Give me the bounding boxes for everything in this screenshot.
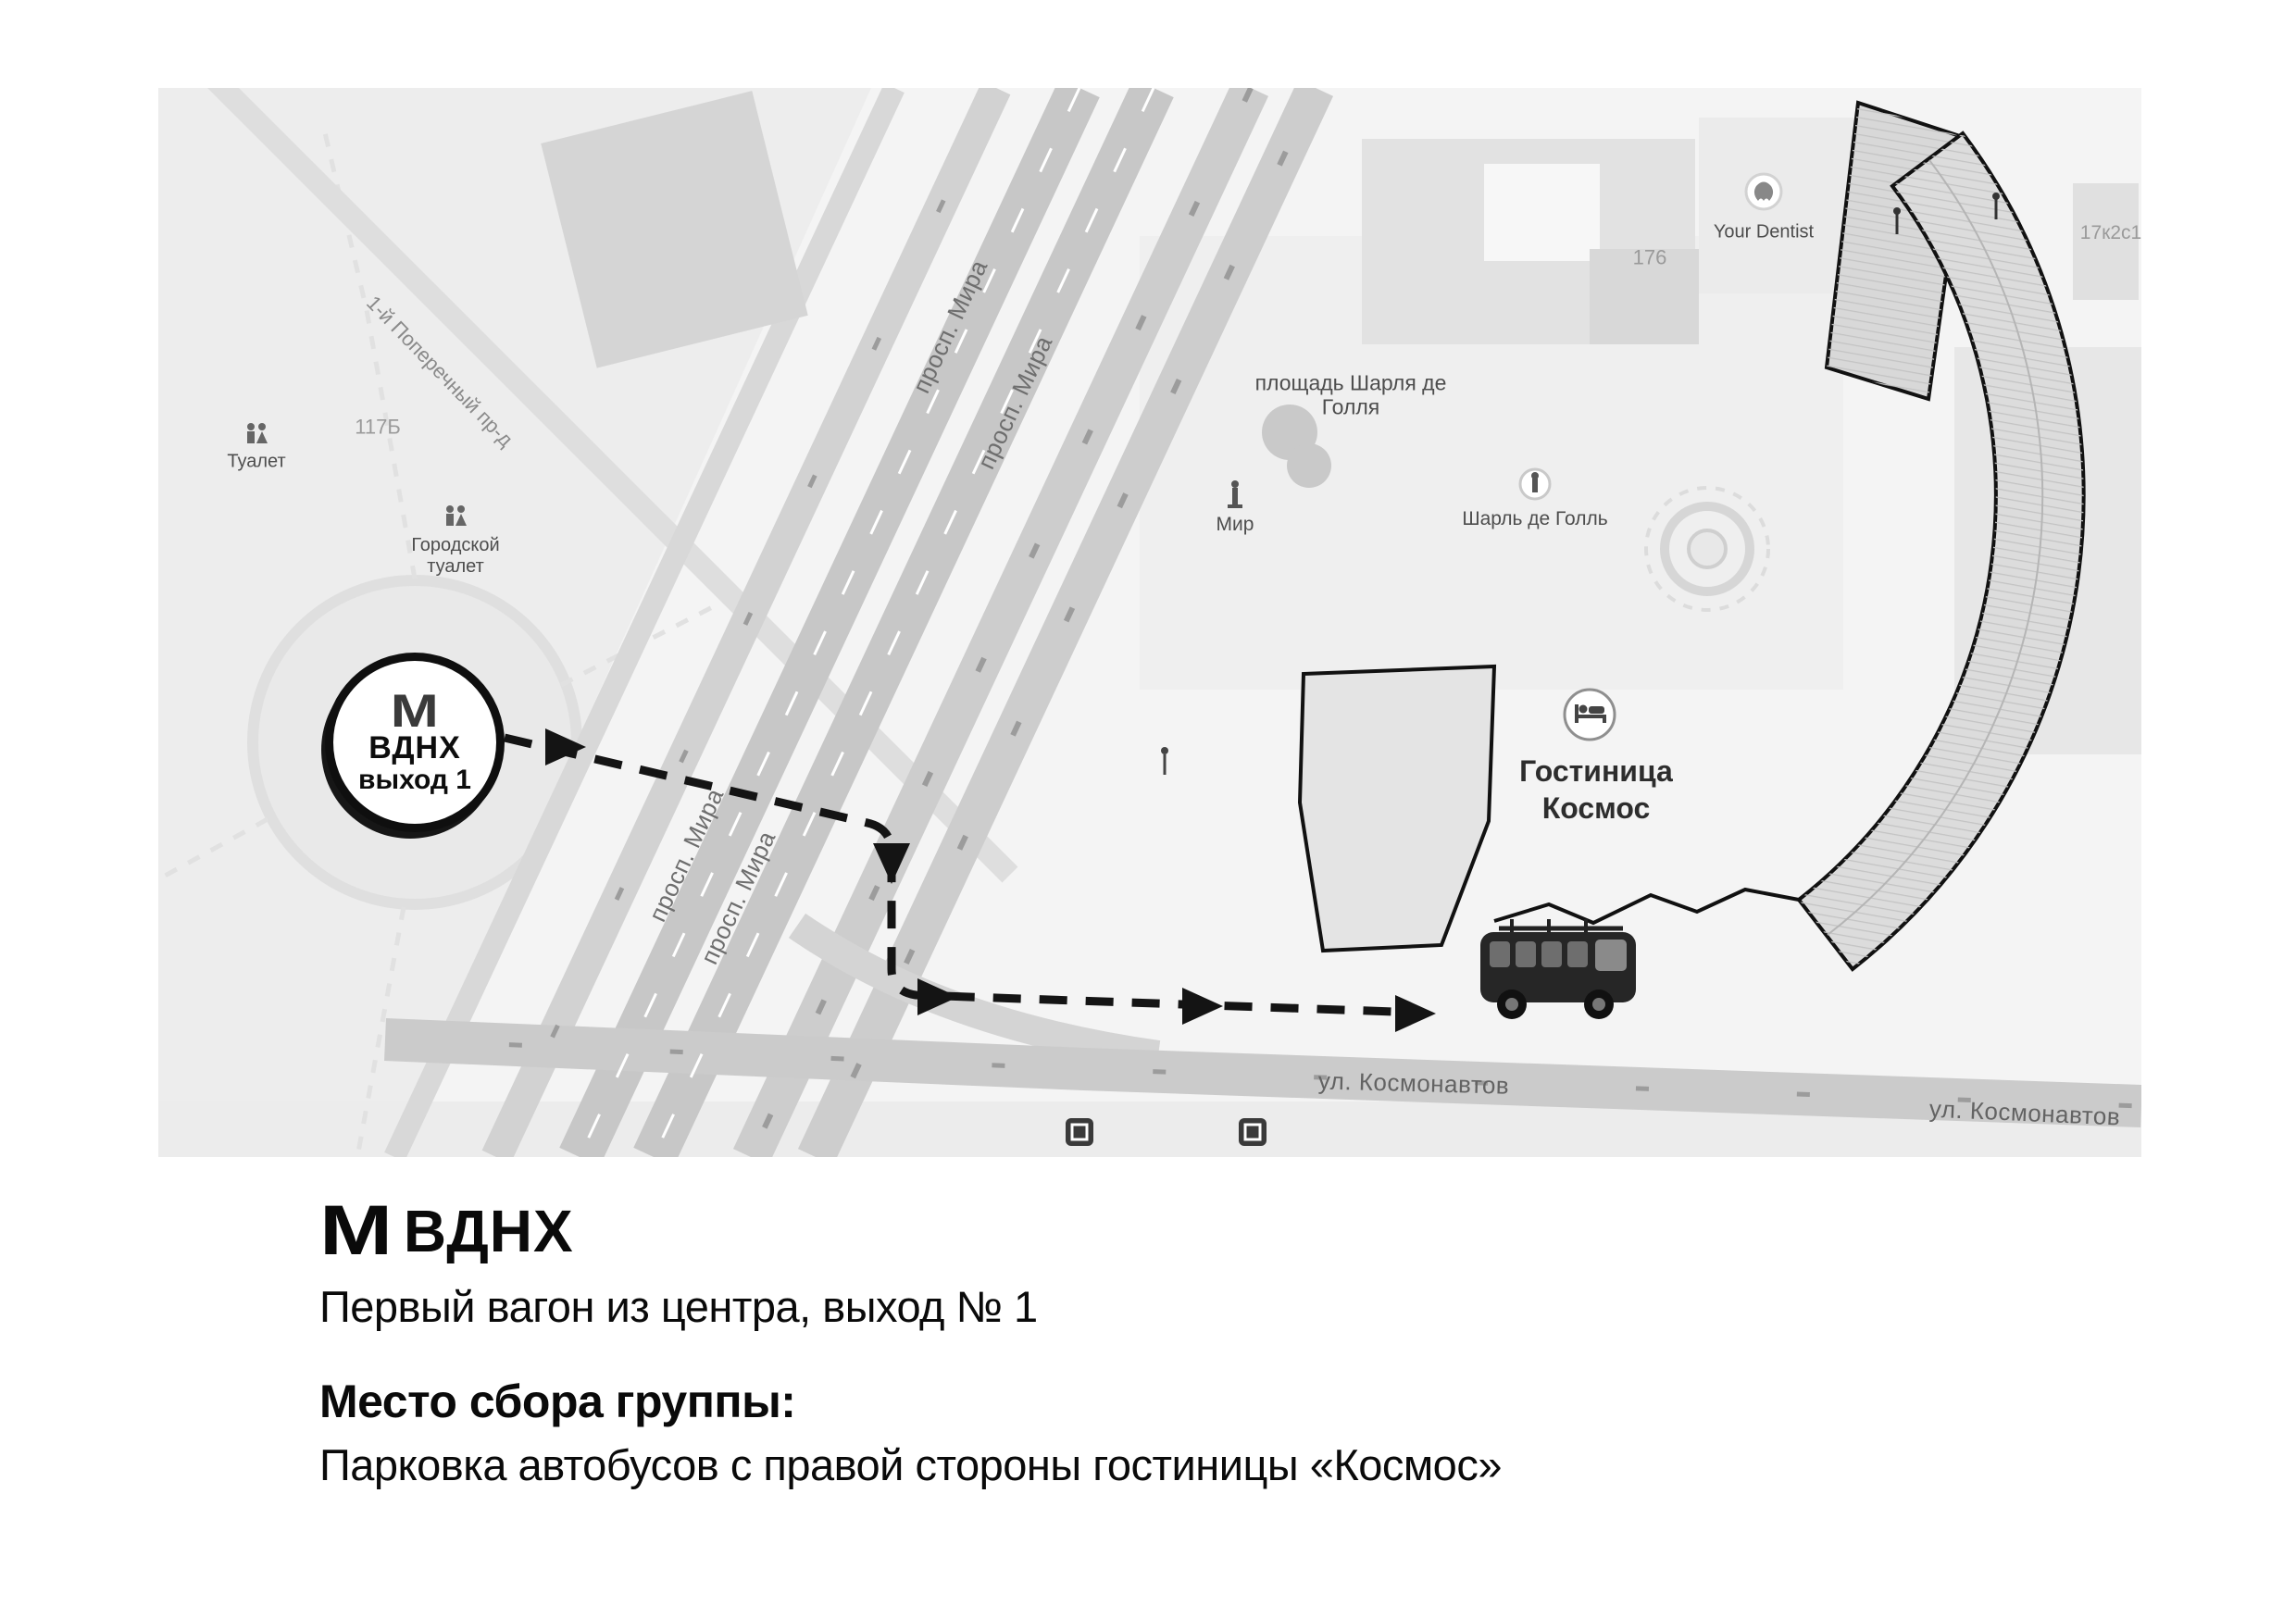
- metro-station-name: ВДНХ: [368, 729, 461, 765]
- route-arrows: [545, 728, 1436, 1032]
- house-number-117b: 117Б: [355, 415, 401, 439]
- metro-logo-icon: М: [390, 684, 440, 737]
- poi-label-toilet: Туалет: [227, 451, 286, 472]
- bus-icon: [1480, 919, 1636, 1019]
- house-number-17k2s1: 17к2с1: [2079, 221, 2141, 243]
- transit-stop-icon: [1239, 1118, 1267, 1146]
- legend-meeting-text: Парковка автобусов с правой стороны гост…: [319, 1440, 1502, 1489]
- toilet-icon: [247, 423, 268, 443]
- poi-label-square-charles: площадь Шарля де Голля: [1254, 370, 1447, 419]
- monument-icon-mir: [1228, 480, 1242, 508]
- poi-label-mir: Мир: [1216, 513, 1254, 535]
- legend-meeting-title: Место сбора группы:: [319, 1375, 796, 1427]
- roundabout: [1644, 486, 1770, 612]
- dentist-icon: [1744, 172, 1783, 211]
- legend-subtitle: Первый вагон из центра, выход № 1: [319, 1282, 1038, 1331]
- legend-header: М ВДНХ: [319, 1196, 1502, 1266]
- metro-marker-circle: М ВДНХ выход 1: [325, 653, 505, 832]
- metro-exit-label: выход 1: [358, 764, 471, 795]
- buildings: [541, 91, 2139, 368]
- fountain: [1262, 404, 1331, 488]
- legend: М ВДНХ Первый вагон из центра, выход № 1…: [319, 1196, 1502, 1490]
- poi-label-hotel-cosmos: Гостиница Космос: [1519, 754, 1673, 825]
- poi-label-charles-de-gaulle: Шарль де Голль: [1462, 507, 1608, 529]
- lamp-icon: [1893, 193, 2000, 234]
- street-label-kosmonavtov: ул. Космонавтов: [1317, 1066, 1510, 1100]
- monument-icon-charles: [1518, 467, 1552, 501]
- transit-stop-icon: [1066, 1118, 1093, 1146]
- poi-label-your-dentist: Your Dentist: [1713, 221, 1815, 243]
- city-toilet-icon: [446, 505, 467, 526]
- map: Туалет Городской туалет 117Б 1-й Попереч…: [158, 88, 2141, 1157]
- legend-station-name: ВДНХ: [403, 1198, 574, 1264]
- map-graphics: [158, 88, 2141, 1157]
- metro-station-marker: М ВДНХ выход 1: [325, 653, 505, 832]
- hotel-cosmos-building: [1297, 100, 2086, 972]
- metro-logo-icon: М: [319, 1191, 393, 1270]
- hotel-icon: [1563, 688, 1616, 741]
- park-areas: [158, 88, 2141, 1157]
- house-number-176: 176: [1632, 245, 1667, 269]
- lamp-icon: [1161, 747, 1168, 775]
- poi-label-city-toilet: Городской туалет: [411, 535, 500, 577]
- walking-route: [503, 728, 1436, 1032]
- lane-marks: [384, 88, 2141, 1157]
